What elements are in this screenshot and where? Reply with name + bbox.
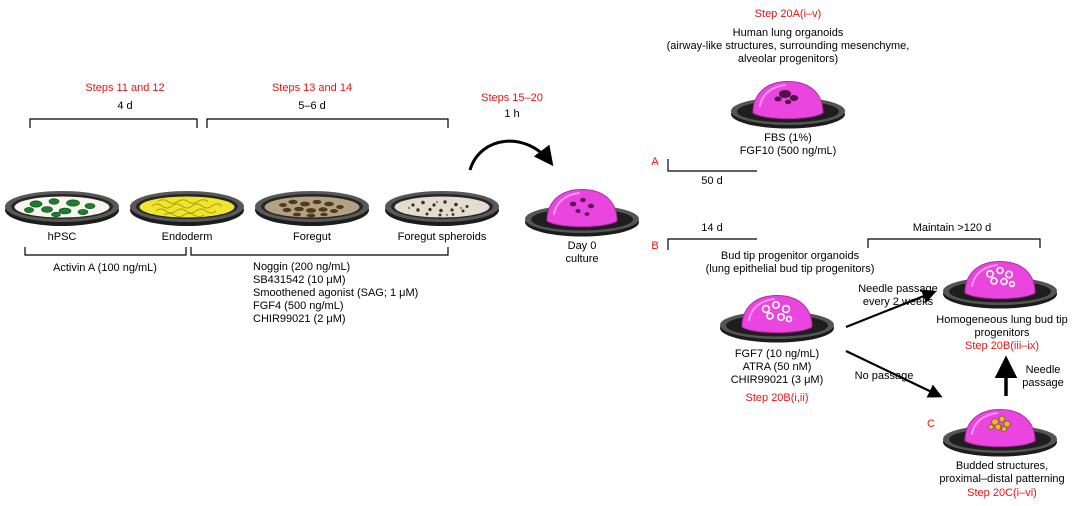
dish-label-hpsc: hPSC: [47, 231, 77, 243]
bracket-5-6d: [206, 118, 449, 128]
day0-label-line2: culture: [565, 253, 599, 265]
maintain-label: Maintain >120 d: [912, 222, 992, 234]
stage2-step-label: Steps 13 and 14: [271, 82, 353, 94]
foregut-factor-2: SB431542 (10 μM): [253, 274, 346, 286]
transition-duration: 1 h: [504, 108, 520, 120]
petri-dish-budded-icon: [941, 396, 1059, 461]
branch-a-factor-2: FGF10 (500 ng/mL): [739, 145, 837, 157]
petri-dish-endoderm-icon: [128, 184, 246, 233]
homogeneous-title-2: progenitors: [974, 327, 1030, 339]
transition-step-label: Steps 15–20: [481, 92, 543, 104]
dish-label-spheroids: Foregut spheroids: [397, 231, 487, 243]
vertical-passage-label-2: passage: [1022, 377, 1064, 389]
branch-a-duration: 50 d: [701, 175, 723, 187]
foregut-factor-1: Noggin (200 ng/mL): [253, 261, 351, 273]
stage1-duration: 4 d: [117, 100, 133, 112]
branch-a-desc-2: alveolar progenitors): [737, 53, 839, 65]
branch-a-line: [667, 159, 757, 172]
branch-a-step-label: Step 20A(i–v): [754, 8, 822, 20]
bracket-foregut-factors: [190, 247, 449, 256]
dish-label-foregut: Foregut: [293, 231, 331, 243]
foregut-factor-3: Smoothened agonist (SAG; 1 μM): [253, 287, 419, 299]
branch-b-duration: 14 d: [701, 222, 723, 234]
petri-dish-bud-tip-icon: [718, 282, 836, 347]
branch-b-title: Bud tip progenitor organoids: [720, 250, 860, 262]
homogeneous-step-label: Step 20B(iii–ix): [965, 340, 1039, 352]
branch-b-marker: B: [651, 240, 659, 252]
petri-dish-foregut-spheroids-icon: [383, 184, 501, 233]
bracket-maintain: [867, 238, 1041, 248]
no-passage-label: No passage: [854, 370, 914, 382]
branch-b-step-label: Step 20B(i,ii): [745, 392, 809, 404]
branch-a-title: Human lung organoids: [732, 27, 844, 39]
branch-b-line: [667, 238, 757, 250]
petri-dish-lung-organoids-icon: [729, 68, 847, 133]
needle-passage-label-1: Needle passage: [858, 283, 938, 295]
branch-c-title-2: proximal–distal patterning: [939, 473, 1065, 485]
foregut-factor-4: FGF4 (500 ng/mL): [253, 300, 344, 312]
petri-dish-foregut-icon: [253, 184, 371, 233]
branch-c-title-1: Budded structures,: [955, 460, 1049, 472]
homogeneous-title-1: Homogeneous lung bud tip: [936, 314, 1068, 326]
curved-transfer-arrow: [468, 139, 554, 171]
petri-dish-day0-icon: [523, 176, 641, 241]
petri-dish-homogeneous-icon: [941, 248, 1059, 313]
branch-b-factor-3: CHIR99021 (3 μM): [730, 374, 824, 386]
petri-dish-hpsc-icon: [3, 184, 121, 233]
stage2-duration: 5–6 d: [298, 100, 326, 112]
branch-b-desc: (lung epithelial bud tip progenitors): [705, 263, 875, 275]
day0-label-line1: Day 0: [567, 240, 597, 252]
branch-a-marker: A: [651, 156, 659, 168]
branch-c-step-label: Step 20C(i–vi): [967, 487, 1037, 499]
stage1-step-label: Steps 11 and 12: [85, 82, 165, 94]
branch-a-factor-1: FBS (1%): [764, 132, 812, 144]
branch-b-factor-2: ATRA (50 nM): [742, 361, 812, 373]
bracket-4d: [29, 118, 198, 128]
branch-a-desc-1: (airway-like structures, surrounding mes…: [666, 40, 910, 52]
dish-label-endoderm: Endoderm: [161, 231, 213, 243]
foregut-factor-5: CHIR99021 (2 μM): [253, 313, 346, 325]
branch-b-factor-1: FGF7 (10 ng/mL): [734, 348, 820, 360]
branch-c-marker: C: [927, 418, 935, 430]
needle-passage-label-2: every 2 weeks: [862, 296, 934, 308]
vertical-passage-label-1: Needle: [1025, 364, 1061, 376]
bracket-activin: [24, 247, 187, 256]
activin-label: Activin A (100 ng/mL): [53, 262, 157, 274]
